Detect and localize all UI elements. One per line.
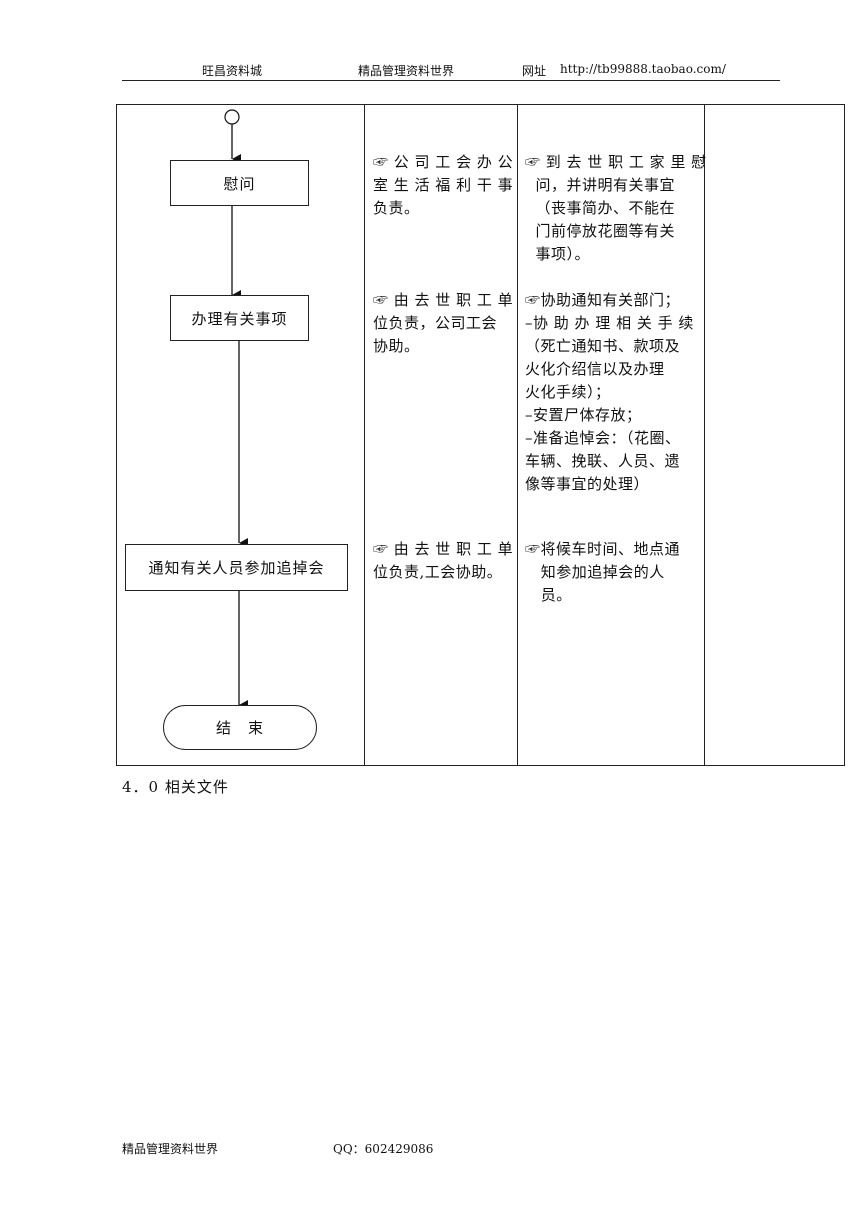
header-url-label: 网址 bbox=[522, 64, 547, 78]
column-divider-3 bbox=[704, 105, 705, 765]
responsibility-text-1: ☞ 公 司 工 会 办 公 室 生 活 福 利 干 事 负责。 bbox=[373, 153, 514, 217]
header-url-link[interactable]: http://tb99888.taobao.com/ bbox=[560, 62, 726, 76]
start-node bbox=[224, 109, 240, 125]
header-center-text: 精品管理资料世界 bbox=[358, 64, 455, 78]
footer-qq-text: QQ：602429086 bbox=[333, 1142, 434, 1156]
page-header: 旺昌资料城 精品管理资料世界 网址 http://tb99888.taobao.… bbox=[0, 62, 868, 82]
section-heading: 4．0 相关文件 bbox=[122, 778, 229, 796]
description-text-2: ☞协助通知有关部门； –协 助 办 理 相 关 手 续 （死亡通知书、款项及 火… bbox=[525, 291, 694, 493]
column-divider-2 bbox=[517, 105, 518, 765]
header-divider bbox=[122, 80, 780, 81]
responsibility-text-2: ☞ 由 去 世 职 工 单 位负责，公司工会 协助。 bbox=[373, 291, 514, 355]
flow-step-notify-memorial: 通知有关人员参加追掉会 bbox=[125, 544, 348, 591]
header-left-text: 旺昌资料城 bbox=[202, 64, 263, 78]
column-divider-1 bbox=[364, 105, 365, 765]
responsibility-text-3: ☞ 由 去 世 职 工 单 位负责,工会协助。 bbox=[373, 540, 514, 581]
flowchart-connectors bbox=[224, 109, 248, 710]
flow-step-handle-matters: 办理有关事项 bbox=[170, 295, 309, 341]
procedure-table: 慰问 办理有关事项 通知有关人员参加追掉会 结 束 ☞ 公 司 工 会 办 公 … bbox=[116, 104, 845, 766]
flow-end-terminator: 结 束 bbox=[163, 705, 317, 750]
footer-left-text: 精品管理资料世界 bbox=[122, 1142, 219, 1156]
description-text-3: ☞将候车时间、地点通 知参加追掉会的人 员。 bbox=[525, 540, 681, 604]
description-text-1: ☞ 到 去 世 职 工 家 里 慰 问，并讲明有关事宜 （丧事简办、不能在 门前… bbox=[525, 153, 707, 263]
flow-step-condolence: 慰问 bbox=[170, 160, 309, 206]
